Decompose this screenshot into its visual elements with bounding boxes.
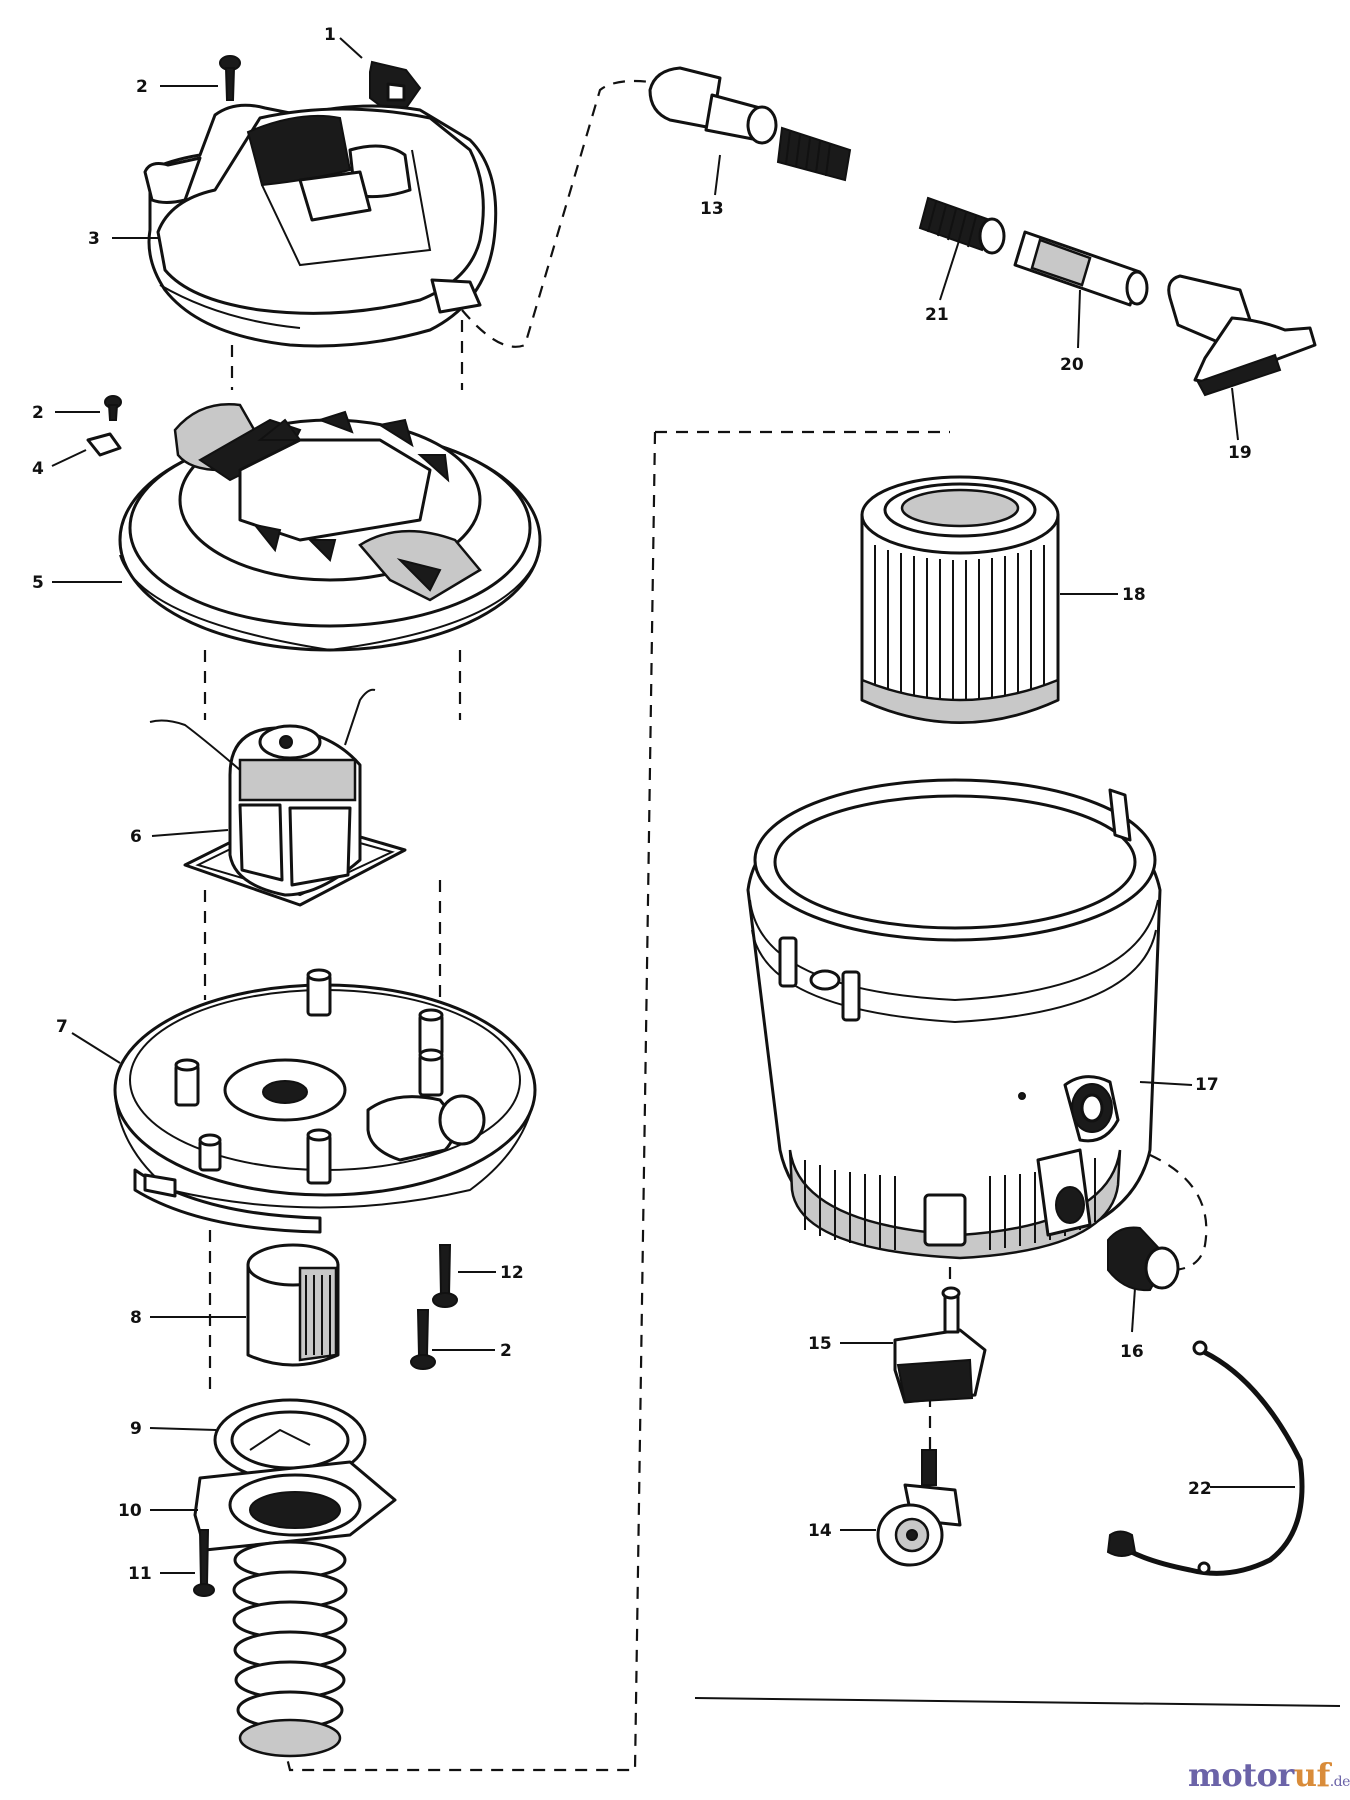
bottom-rule bbox=[694, 1697, 1341, 1707]
callout-19: 19 bbox=[1228, 443, 1252, 463]
part-8-cylinder bbox=[246, 1243, 340, 1367]
callout-1: 1 bbox=[324, 25, 336, 45]
drum-inlet bbox=[1036, 1075, 1120, 1237]
part-13-hose-coupler bbox=[648, 66, 852, 182]
part-10-diffuser bbox=[193, 1460, 397, 1758]
callout-21: 21 bbox=[925, 305, 949, 325]
callout-16: 16 bbox=[1120, 1342, 1144, 1362]
callout-10: 10 bbox=[118, 1501, 142, 1521]
part-11-screw bbox=[193, 1529, 215, 1597]
part-6-motor bbox=[149, 688, 407, 907]
bellows bbox=[232, 1540, 348, 1758]
part-2-screw-lower bbox=[410, 1309, 436, 1370]
drum-latches bbox=[778, 788, 1132, 1022]
part-1-switch bbox=[369, 60, 422, 112]
callout-15: 15 bbox=[808, 1334, 832, 1354]
filter-pleats bbox=[874, 545, 1045, 722]
part-15-caster-socket bbox=[893, 1286, 987, 1404]
callout-11: 11 bbox=[128, 1564, 152, 1584]
callout-2-top: 2 bbox=[136, 77, 148, 97]
part-9-gasket bbox=[213, 1398, 367, 1482]
motoruf-watermark: motoruf.de bbox=[1188, 1756, 1350, 1794]
watermark-part-b: uf bbox=[1293, 1756, 1331, 1794]
callout-5: 5 bbox=[32, 573, 44, 593]
callout-3: 3 bbox=[88, 229, 100, 249]
callout-20: 20 bbox=[1060, 355, 1084, 375]
callout-labels: 1 2 3 2 4 5 6 7 8 9 10 11 12 2 13 21 20 … bbox=[32, 25, 1252, 1584]
part-22-ground-wire bbox=[1106, 1340, 1305, 1576]
watermark-part-a: motor bbox=[1188, 1756, 1294, 1794]
part-5-fan-housing bbox=[118, 403, 542, 652]
callout-2-lower: 2 bbox=[500, 1341, 512, 1361]
part-7-motor-plate bbox=[113, 968, 537, 1234]
callout-8: 8 bbox=[130, 1308, 142, 1328]
watermark-part-c: .de bbox=[1329, 1774, 1350, 1790]
callout-14: 14 bbox=[808, 1521, 832, 1541]
part-3-motor-cover bbox=[143, 103, 498, 348]
callout-18: 18 bbox=[1122, 585, 1146, 605]
part-2-screw-upper bbox=[104, 395, 122, 421]
part-19-floor-nozzle bbox=[1167, 274, 1317, 397]
callout-13: 13 bbox=[700, 199, 724, 219]
callout-17: 17 bbox=[1195, 1075, 1219, 1095]
callout-2-upper: 2 bbox=[32, 403, 44, 423]
plate-bosses bbox=[174, 968, 444, 1185]
part-16-drain-cap bbox=[1107, 1226, 1180, 1292]
callout-12: 12 bbox=[500, 1263, 524, 1283]
callout-22: 22 bbox=[1188, 1479, 1212, 1499]
leader-lines bbox=[51, 37, 1295, 1574]
part-17-drum bbox=[746, 778, 1162, 1260]
part-2-screw-top bbox=[219, 55, 241, 101]
part-20-wand bbox=[1013, 230, 1149, 307]
callout-6: 6 bbox=[130, 827, 142, 847]
part-4-clip bbox=[86, 432, 122, 457]
callout-4: 4 bbox=[32, 459, 44, 479]
part-21-hose-end bbox=[918, 196, 1006, 255]
part-12-screw bbox=[432, 1244, 458, 1308]
callout-9: 9 bbox=[130, 1419, 142, 1439]
callout-7: 7 bbox=[56, 1017, 68, 1037]
part-18-cartridge-filter bbox=[860, 475, 1060, 724]
part-14-caster bbox=[876, 1449, 962, 1567]
